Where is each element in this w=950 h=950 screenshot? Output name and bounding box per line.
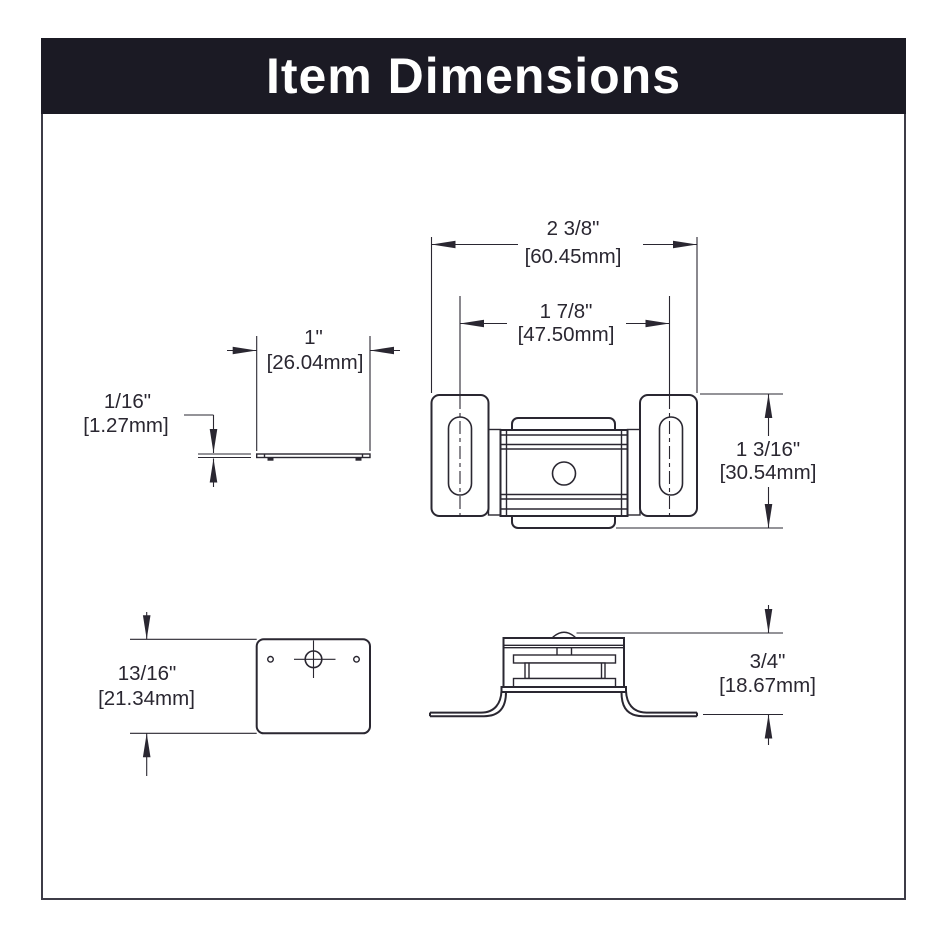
- magnet-center-hole: [551, 461, 577, 486]
- dim-slot-spacing: 1 7/8" [47.50mm]: [459, 296, 671, 394]
- right-bracket-rail: [626, 428, 641, 516]
- bracket-base: [500, 686, 627, 693]
- strike-plate-profile: [256, 453, 371, 459]
- dim-overall-width: 2 3/8" [60.45mm]: [430, 217, 698, 393]
- dim-catch-height: 3/4" [18.67mm]: [576, 605, 816, 745]
- dim-plate-width-mm: [26.04mm]: [267, 351, 364, 374]
- dim-catch-height-mm: [18.67mm]: [719, 674, 816, 697]
- right-mounting-slot: [658, 416, 684, 496]
- dim-catch-depth: 1 3/16" [30.54mm]: [616, 393, 817, 529]
- right-wing-bottom-edge: [620, 691, 697, 718]
- dim-plate-width: 1" [26.04mm]: [227, 326, 400, 451]
- dim-plate-depth: 13/16" [21.34mm]: [98, 612, 257, 776]
- dim-overall-width-mm: [60.45mm]: [525, 245, 622, 268]
- dim-plate-depth-inches: 13/16": [118, 662, 177, 685]
- catch-side-view: [429, 631, 698, 718]
- plate-top-view: [255, 638, 372, 735]
- catch-top-view: [430, 394, 698, 529]
- dim-catch-depth-mm: [30.54mm]: [720, 461, 817, 484]
- plate-left-screw-hole: [267, 655, 275, 663]
- dim-plate-thickness-inches: 1/16": [104, 390, 151, 413]
- strike-plate-face: [255, 638, 372, 735]
- catch-magnet-block: [524, 662, 606, 680]
- page-title: Item Dimensions: [265, 48, 682, 104]
- dim-plate-width-inches: 1": [304, 326, 323, 349]
- dim-slot-spacing-inches: 1 7/8": [540, 300, 593, 323]
- dim-overall-width-inches: 2 3/8": [547, 217, 600, 240]
- dim-catch-depth-inches: 1 3/16": [736, 438, 800, 461]
- plate-left-foot: [267, 457, 274, 461]
- dim-slot-spacing-mm: [47.50mm]: [518, 323, 615, 346]
- dim-plate-thickness-mm: [1.27mm]: [83, 414, 168, 437]
- plate-right-foot: [355, 457, 362, 461]
- left-wing-top-edge: [430, 690, 503, 714]
- left-bracket-rail: [487, 428, 502, 516]
- catch-lower-bar: [512, 677, 617, 688]
- catch-body: [499, 429, 629, 517]
- plate-right-screw-hole: [353, 655, 361, 663]
- dim-plate-thickness: 1/16" [1.27mm]: [83, 390, 218, 487]
- dim-plate-depth-mm: [21.34mm]: [98, 687, 195, 710]
- right-wing-top-edge: [625, 690, 697, 714]
- header-bar: Item Dimensions: [41, 38, 906, 114]
- dim-catch-height-inches: 3/4": [750, 650, 786, 673]
- catch-upper-bar: [512, 654, 617, 664]
- plate-side-view: [198, 453, 371, 461]
- left-wing-bottom-edge: [430, 691, 507, 718]
